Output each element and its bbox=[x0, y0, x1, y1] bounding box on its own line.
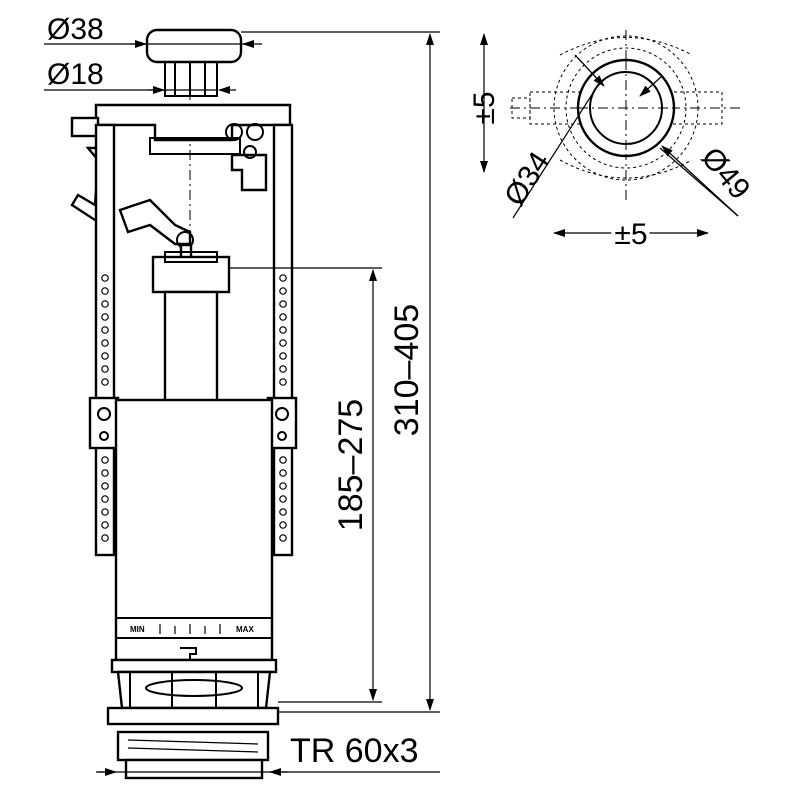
push-button bbox=[145, 28, 243, 64]
scale-max-label: MAX bbox=[236, 625, 254, 634]
rail-hole bbox=[279, 352, 287, 360]
bottom-valve-seal bbox=[106, 658, 280, 780]
rail-hole bbox=[279, 339, 287, 347]
rail-hole bbox=[101, 534, 109, 542]
rail-hole bbox=[101, 326, 109, 334]
rail-hole bbox=[279, 508, 287, 516]
rail-hole bbox=[101, 274, 109, 282]
lever-mechanism bbox=[70, 146, 194, 267]
rail-hole bbox=[279, 365, 287, 373]
rail-hole bbox=[279, 300, 287, 308]
rail-hole bbox=[101, 456, 109, 464]
rail-hole bbox=[279, 378, 287, 386]
rail-hole bbox=[279, 287, 287, 295]
rail-hole bbox=[101, 352, 109, 360]
valve-side-view: MIN MAX bbox=[70, 28, 298, 780]
side-view-dimensions: Ø38 Ø18 310–405 185–275 TR 60x3 bbox=[44, 13, 440, 776]
rail-hole bbox=[101, 521, 109, 529]
rail-hole bbox=[279, 495, 287, 503]
dim-overall-height: 310–405 bbox=[388, 304, 426, 436]
rail-holes bbox=[101, 274, 287, 542]
dim-top-adjust-vertical: ±5 bbox=[468, 91, 501, 124]
rail-hole bbox=[101, 482, 109, 490]
rail-hole bbox=[101, 365, 109, 373]
rail-hole bbox=[101, 495, 109, 503]
rail-hole bbox=[101, 339, 109, 347]
overflow-pipe bbox=[151, 251, 231, 404]
scale-min-label: MIN bbox=[130, 625, 145, 634]
rail-hole bbox=[279, 456, 287, 464]
dim-rod-diameter: Ø18 bbox=[47, 58, 104, 91]
rail-hole bbox=[279, 326, 287, 334]
rail-hole bbox=[279, 521, 287, 529]
rail-hole bbox=[279, 469, 287, 477]
dim-inner-diameter: Ø34 bbox=[498, 146, 557, 212]
rail-hole bbox=[101, 313, 109, 321]
dim-thread: TR 60x3 bbox=[290, 732, 419, 770]
valve-top-view bbox=[510, 30, 740, 200]
rail-hole bbox=[279, 534, 287, 542]
rail-hole bbox=[279, 482, 287, 490]
dim-overflow-height: 185–275 bbox=[332, 399, 370, 531]
dim-top-adjust-horizontal: ±5 bbox=[614, 218, 647, 251]
rail-hole bbox=[101, 300, 109, 308]
main-cylinder: MIN MAX bbox=[114, 398, 274, 662]
rail-hole bbox=[279, 274, 287, 282]
rail-hole bbox=[101, 378, 109, 386]
rail-hole bbox=[101, 508, 109, 516]
top-frame bbox=[70, 103, 292, 192]
button-rod bbox=[164, 61, 218, 97]
rail-hole bbox=[279, 313, 287, 321]
rail-hole bbox=[101, 287, 109, 295]
rail-hole bbox=[101, 469, 109, 477]
dim-button-diameter: Ø38 bbox=[47, 13, 104, 46]
dim-outer-diameter: Ø49 bbox=[695, 141, 757, 206]
